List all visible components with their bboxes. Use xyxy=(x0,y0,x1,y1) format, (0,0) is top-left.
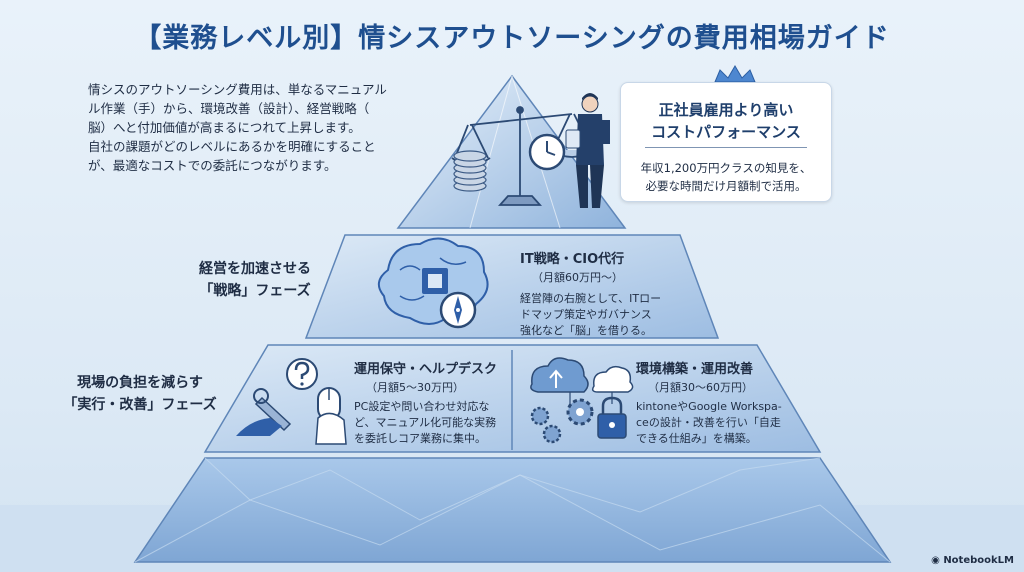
phase-label-line: 「戦略」フェーズ xyxy=(199,283,311,299)
pyramid-base xyxy=(133,457,892,563)
execution-phase-label: 現場の負担を減らす 「実行・改善」フェーズ xyxy=(60,372,220,416)
card-strategy: IT戦略・CIO代行 （月額60万円〜） 経営陣の右腕として、ITロー ドマップ… xyxy=(520,248,700,339)
wrench-hand-icon xyxy=(236,388,292,436)
card-environment: 環境構築・運用改善 （月額30〜60万円） kintoneやGoogle Wor… xyxy=(636,358,796,447)
card-price: （月額5〜30万円） xyxy=(366,381,464,394)
page-title: 【業務レベル別】情シスアウトソーシングの費用相場ガイド xyxy=(134,23,890,54)
businessman-icon xyxy=(565,93,610,208)
callout-box: 正社員雇用より高い コストパフォーマンス 年収1,200万円クラスの知見を、 必… xyxy=(620,82,832,202)
card-desc-line: ど、マニュアル化可能な実務 xyxy=(354,416,497,429)
notebooklm-badge: ◉ NotebookLM xyxy=(931,555,1014,566)
callout-body: 年収1,200万円クラスの知見を、 必要な時間だけ月額制で活用。 xyxy=(621,159,831,195)
intro-text: 情シスのアウトソーシング費用は、単なるマニュアル ル作業（手）から、環境改善（設… xyxy=(88,80,410,175)
card-desc-line: kintoneやGoogle Workspa- xyxy=(636,400,782,413)
card-desc: kintoneやGoogle Workspa- ceの設計・改善を行い「自走 で… xyxy=(636,399,796,447)
card-title: IT戦略・CIO代行 xyxy=(520,252,625,267)
question-bubble-icon xyxy=(286,358,318,390)
phase-label-line: 現場の負担を減らす xyxy=(77,375,203,391)
callout-body-line: 必要な時間だけ月額制で活用。 xyxy=(645,179,807,193)
lock-icon xyxy=(597,396,627,439)
compass-icon xyxy=(439,291,477,329)
card-desc-line: ドマップ策定やガバナンス xyxy=(520,308,652,321)
coin-stack-icon xyxy=(453,150,487,192)
badge-text: NotebookLM xyxy=(943,555,1014,566)
phase-label-line: 経営を加速させる xyxy=(199,261,311,277)
card-desc-line: を委託しコア業務に集中。 xyxy=(354,432,486,445)
card-desc-line: ceの設計・改善を行い「自走 xyxy=(636,416,781,429)
callout-body-line: 年収1,200万円クラスの知見を、 xyxy=(640,161,812,175)
intro-line: 情シスのアウトソーシング費用は、単なるマニュアル xyxy=(88,82,387,97)
cloud-upload-icon xyxy=(530,357,589,393)
callout-headline: 正社員雇用より高い コストパフォーマンス xyxy=(621,99,831,143)
card-title: 環境構築・運用改善 xyxy=(636,362,754,377)
gear-icon xyxy=(530,398,594,444)
intro-line: 自社の課題がどのレベルにあるかを明確にすること xyxy=(88,139,376,154)
card-desc-line: できる仕組み」を構築。 xyxy=(636,432,757,445)
card-price: （月額60万円〜） xyxy=(532,271,623,284)
notebooklm-logo-icon: ◉ xyxy=(931,555,944,566)
phase-label-line: 「実行・改善」フェーズ xyxy=(63,397,217,413)
card-desc-line: 経営陣の右腕として、ITロー xyxy=(520,292,662,305)
callout-headline-line: 正社員雇用より高い xyxy=(658,101,794,119)
card-support: 運用保守・ヘルプデスク （月額5〜30万円） PC設定や問い合わせ対応な ど、マ… xyxy=(354,358,514,447)
intro-line: ル作業（手）から、環境改善（設計）、経営戦略（ xyxy=(88,101,370,116)
card-desc: PC設定や問い合わせ対応な ど、マニュアル化可能な実務 を委託しコア業務に集中。 xyxy=(354,399,514,447)
clock-icon xyxy=(528,133,566,171)
card-desc: 経営陣の右腕として、ITロー ドマップ策定やガバナンス 強化など「脳」を借りる。 xyxy=(520,291,700,339)
card-price: （月額30〜60万円） xyxy=(648,381,753,394)
mouse-hand-icon xyxy=(315,387,347,445)
strategy-phase-label: 経営を加速させる 「戦略」フェーズ xyxy=(190,258,320,302)
card-desc-line: PC設定や問い合わせ対応な xyxy=(354,400,490,413)
callout-divider xyxy=(645,147,807,148)
intro-line: 脳）へと付加価値が高まるにつれて上昇します。 xyxy=(88,120,361,135)
card-desc-line: 強化など「脳」を借りる。 xyxy=(520,324,652,337)
intro-line: が、最適なコストでの委託につながります。 xyxy=(88,158,337,173)
card-title: 運用保守・ヘルプデスク xyxy=(354,362,498,377)
callout-headline-line: コストパフォーマンス xyxy=(651,123,801,141)
